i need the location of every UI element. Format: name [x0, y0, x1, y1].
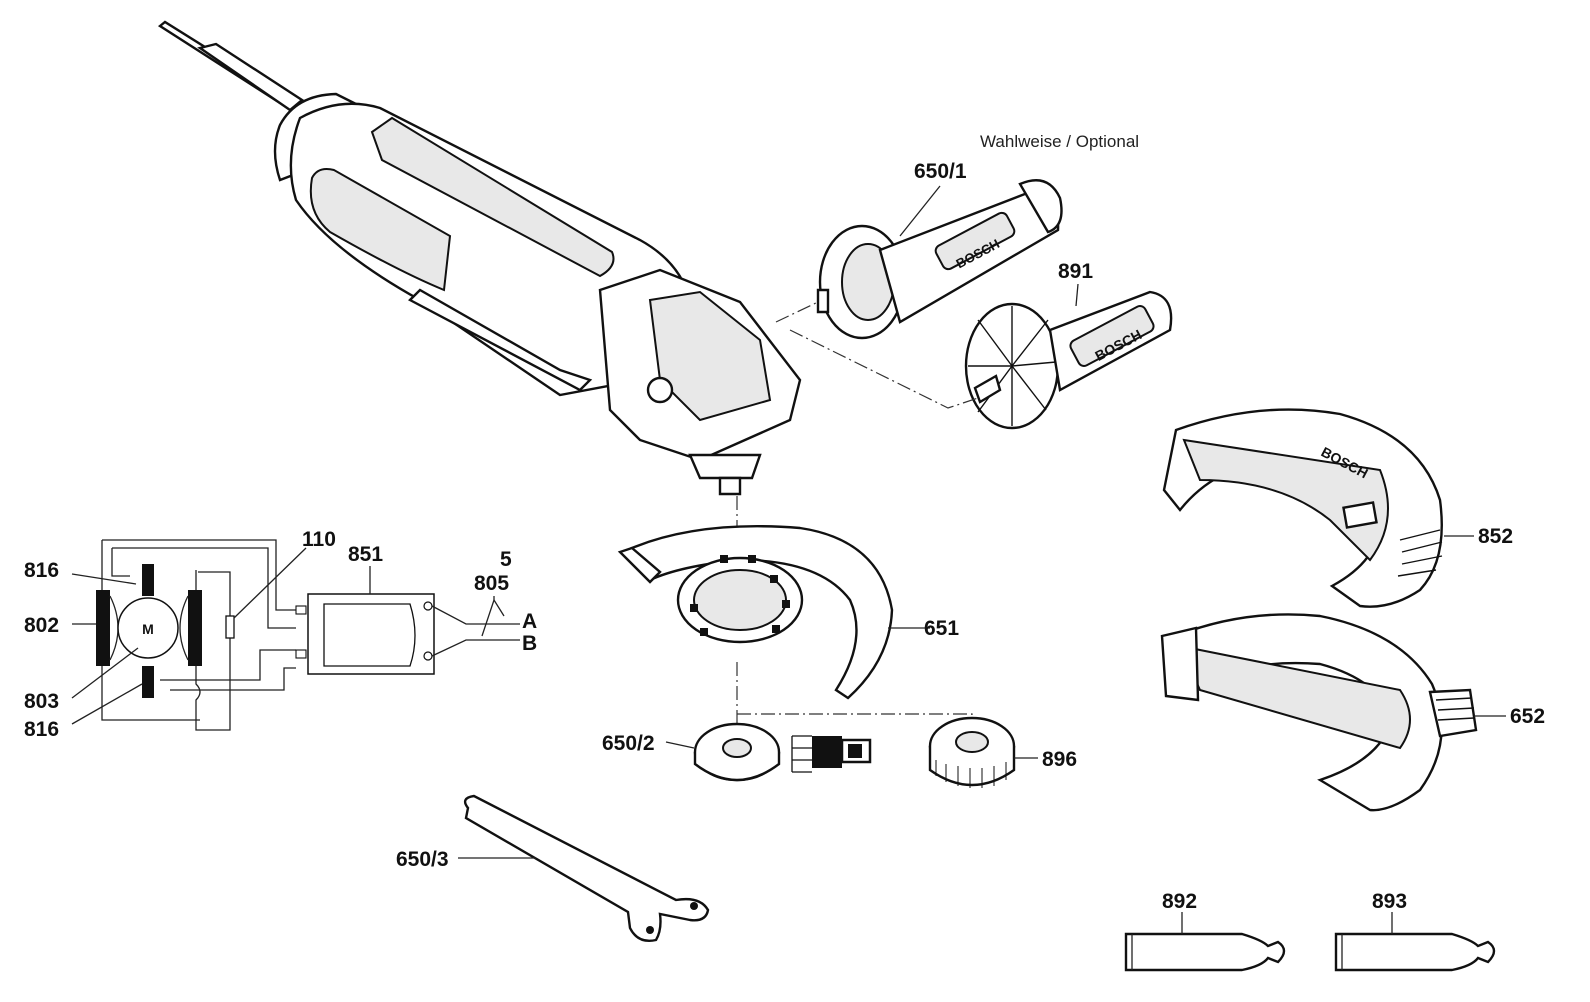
brush-top: [142, 564, 154, 596]
label-893: 893: [1372, 890, 1407, 913]
label-896: 896: [1042, 748, 1077, 771]
label-651: 651: [924, 617, 959, 640]
leader-lines: [71, 185, 1506, 934]
label-816-bottom: 816: [24, 718, 59, 741]
optional-note: Wahlweise / Optional: [980, 132, 1139, 151]
guard-652: [1160, 613, 1478, 812]
terminal-b-label: B: [522, 632, 537, 655]
guard-852: BOSCH: [1162, 408, 1443, 608]
motor-symbol: [117, 597, 179, 659]
label-803: 803: [24, 690, 59, 713]
label-802: 802: [24, 614, 59, 637]
flange-section-icon: [791, 735, 872, 773]
tube-892: [1124, 932, 1286, 972]
label-110: 110: [302, 528, 336, 551]
label-805: 805: [474, 572, 509, 595]
label-650-2: 650/2: [602, 732, 655, 755]
handle-891: BOSCH: [964, 290, 1173, 430]
label-650-1: 650/1: [914, 160, 967, 183]
stator-left: [96, 590, 110, 666]
spanner-650-3: [463, 794, 710, 942]
brush-bottom: [142, 666, 154, 698]
guard-651: [617, 525, 894, 700]
label-650-3: 650/3: [396, 848, 449, 871]
label-652: 652: [1510, 705, 1545, 728]
label-851: 851: [348, 543, 383, 566]
stator-right: [188, 590, 202, 666]
label-816-top: 816: [24, 559, 59, 582]
tube-893: [1334, 932, 1496, 972]
flange-650-2: [693, 722, 781, 782]
angle-grinder-body: [157, 20, 802, 496]
label-852: 852: [1478, 525, 1513, 548]
label-891: 891: [1058, 260, 1093, 283]
motor-label: M: [142, 621, 154, 637]
label-892: 892: [1162, 890, 1197, 913]
wiring-schematic: M: [96, 539, 520, 731]
handle-650-1: BOSCH: [816, 179, 1063, 340]
label-5: 5: [500, 548, 512, 571]
resistor-110: [225, 615, 235, 639]
quick-nut-896: [928, 716, 1016, 788]
terminal-a-label: A: [522, 610, 537, 633]
